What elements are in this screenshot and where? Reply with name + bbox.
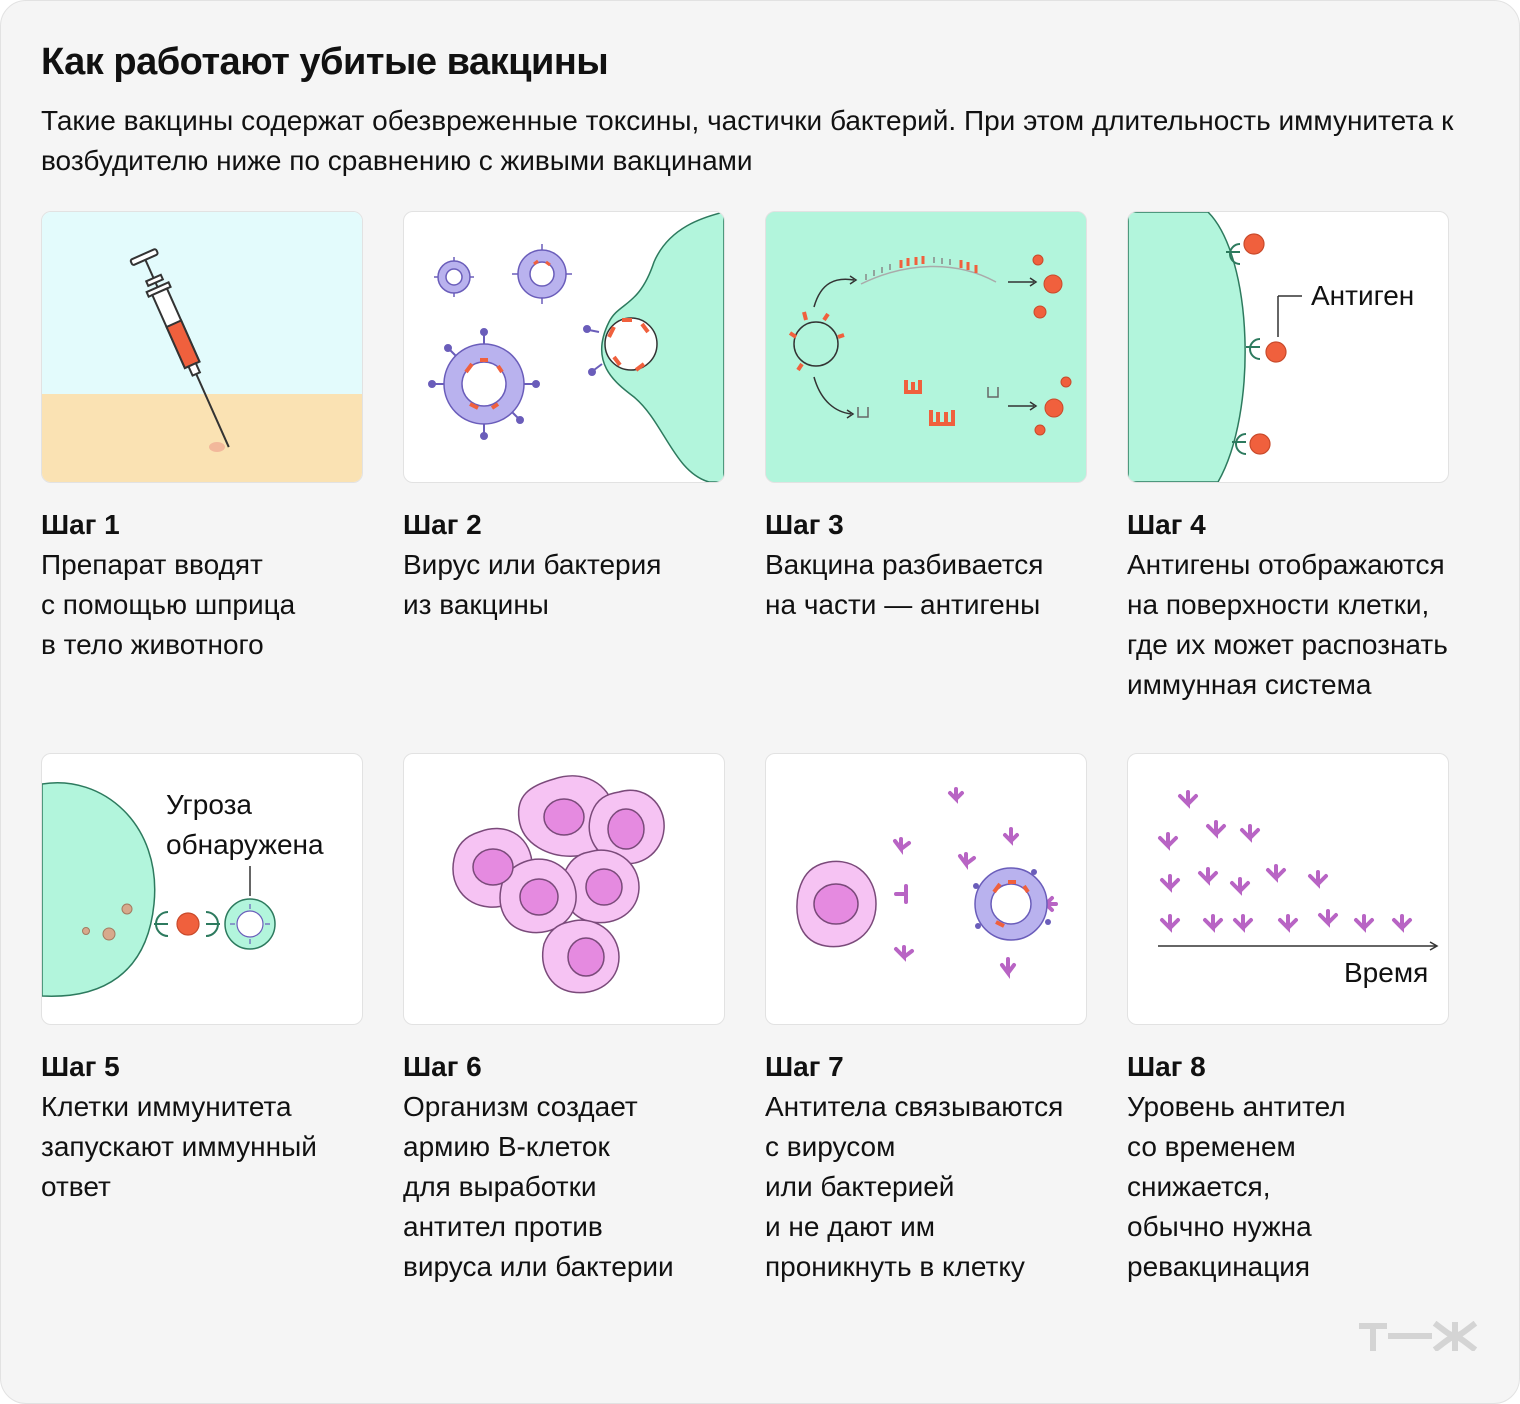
step-7-illustration — [765, 753, 1087, 1025]
step-2-label: Шаг 2 — [403, 509, 482, 540]
page-subtitle: Такие вакцины содержат обезвреженные ток… — [41, 105, 1454, 176]
virus-entering-cell-illustration — [428, 212, 724, 482]
step-6-illustration — [403, 753, 725, 1025]
step-2-text: Вирус или бактерия из вакцины — [403, 549, 662, 620]
syringe-injection-illustration — [42, 212, 362, 482]
vaccine-breakdown-illustration — [766, 212, 1086, 482]
threat-annotation-line-1: Угроза — [166, 789, 252, 820]
threat-detected-illustration: Угроза обнаружена — [42, 782, 324, 997]
antibody-icon — [893, 787, 1058, 979]
step-3-illustration — [765, 211, 1087, 483]
step-6-label: Шаг 6 — [403, 1051, 482, 1082]
virus-icon — [512, 244, 572, 304]
step-2-illustration — [403, 211, 725, 483]
step-4-illustration: Антиген — [1127, 211, 1449, 483]
virus-icon — [224, 898, 276, 950]
antigen-annotation: Антиген — [1311, 280, 1414, 311]
step-8-label: Шаг 8 — [1127, 1051, 1206, 1082]
step-5-text: Клетки иммунитета запускают иммунный отв… — [41, 1091, 317, 1202]
step-3-label: Шаг 3 — [765, 509, 844, 540]
step-5-illustration: Угроза обнаружена — [41, 753, 363, 1025]
step-1-text: Препарат вводят с помощью шприца в тело … — [41, 549, 296, 660]
step-3-text: Вакцина разбивается на части — антигены — [765, 549, 1044, 620]
step-6-text: Организм создает армию B-клеток для выра… — [403, 1091, 674, 1282]
virus-icon — [428, 328, 540, 440]
b-cell-icon — [796, 860, 877, 948]
virus-icon — [973, 867, 1051, 941]
threat-annotation-line-2: обнаружена — [166, 829, 324, 860]
step-1-label: Шаг 1 — [41, 509, 120, 540]
time-axis-label: Время — [1344, 957, 1428, 988]
step-8-illustration: Время — [1127, 753, 1449, 1025]
step-8-text: Уровень антител со временем снижается, о… — [1127, 1091, 1346, 1282]
b-cell-army-illustration — [452, 775, 665, 994]
antigen-icon — [1032, 254, 1072, 436]
step-4-text: Антигены отображаются на поверхности кле… — [1127, 549, 1448, 700]
antigen-icon — [1243, 233, 1287, 455]
syringe-icon — [129, 248, 230, 448]
antibody-decline-illustration: Время — [1158, 790, 1439, 988]
virus-icon — [788, 311, 845, 372]
antibodies-binding-illustration — [796, 787, 1058, 979]
step-1-illustration — [41, 211, 363, 483]
antibody-icon — [1158, 790, 1412, 933]
virus-icon — [583, 317, 658, 376]
step-7-label: Шаг 7 — [765, 1051, 844, 1082]
virus-icon — [434, 257, 474, 297]
antigen-presentation-illustration: Антиген — [1128, 212, 1414, 482]
antigen-icon — [176, 912, 200, 936]
page-title: Как работают убитые вакцины — [41, 41, 609, 83]
step-7-text: Антитела связываются с вирусом или бакте… — [765, 1091, 1064, 1282]
step-5-label: Шаг 5 — [41, 1051, 120, 1082]
step-4-label: Шаг 4 — [1127, 509, 1206, 540]
tzh-logo — [1359, 1321, 1478, 1351]
